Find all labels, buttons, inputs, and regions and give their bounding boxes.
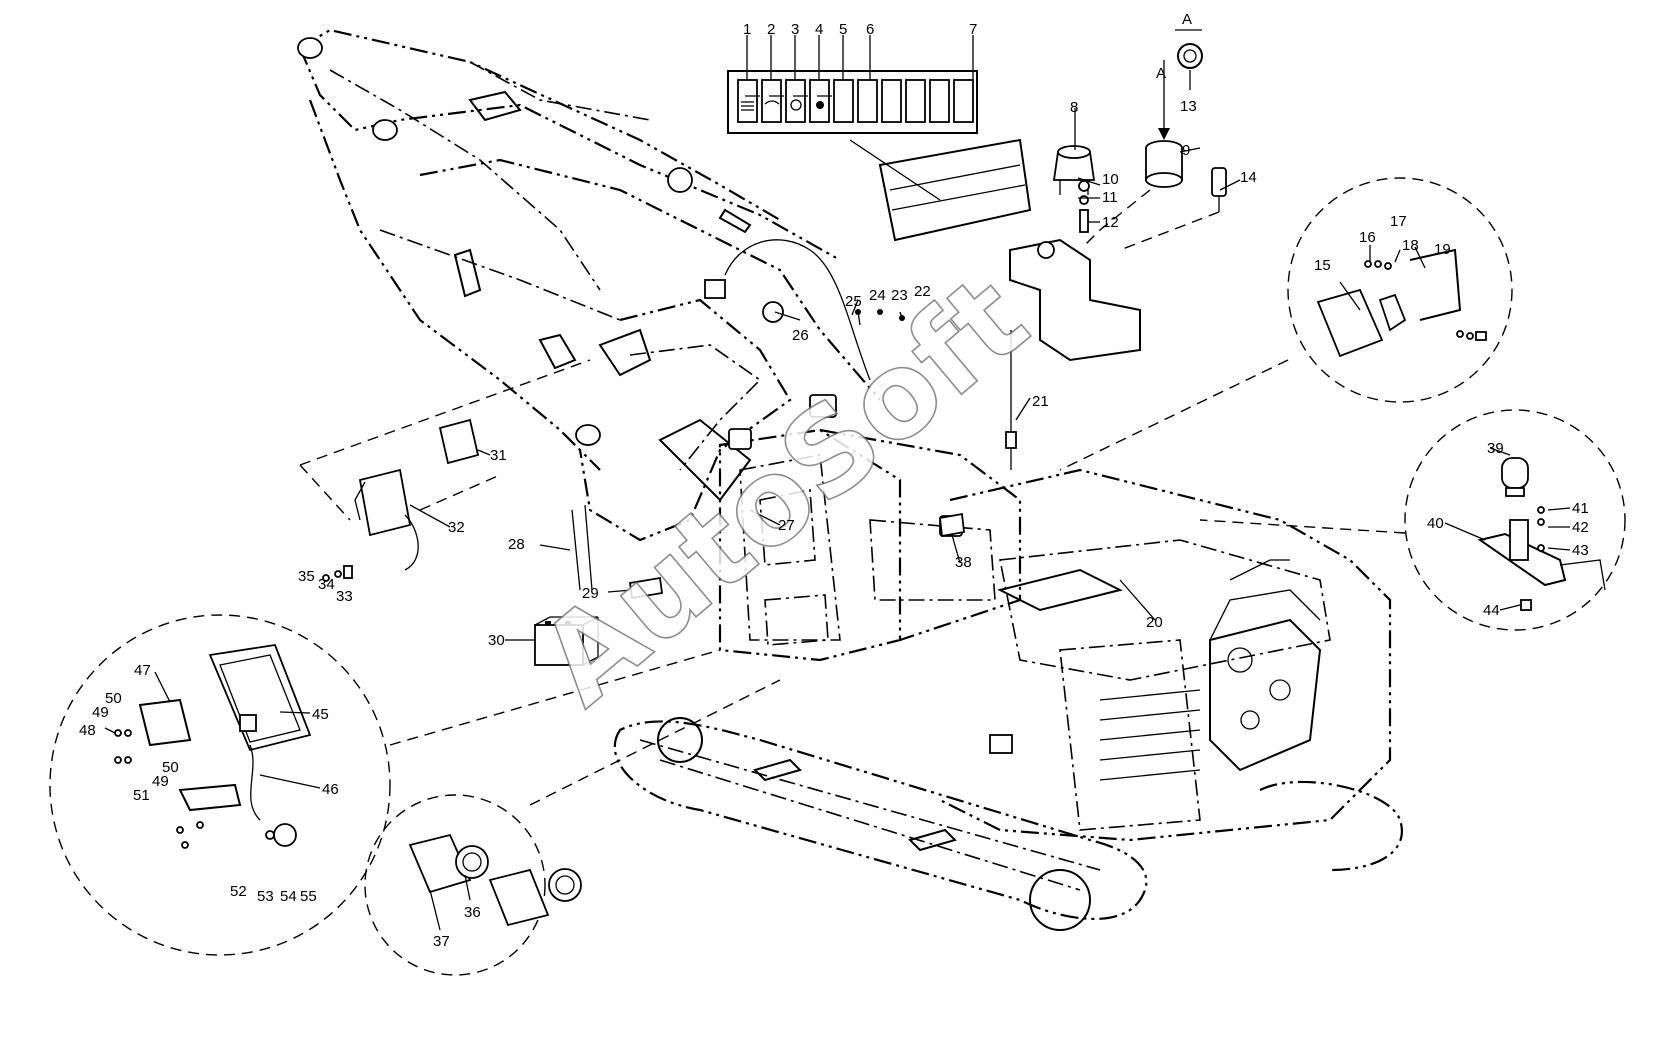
undercarriage-tracks [613, 717, 1403, 931]
callout-47: 47 [134, 662, 151, 679]
callout-38: 38 [955, 554, 972, 571]
leader-lines [104, 35, 1571, 931]
detail-circle-work-lamp [1059, 177, 1513, 471]
ignition-and-switch-parts [1009, 43, 1227, 362]
section-view-label: A [1182, 11, 1192, 28]
detail-circle-monitor [49, 614, 721, 956]
callout-18: 18 [1402, 237, 1419, 254]
callout-41: 41 [1572, 500, 1589, 517]
callout-53: 53 [257, 888, 274, 905]
callout-23: 23 [891, 287, 908, 304]
callout-9: 9 [1182, 142, 1190, 159]
callout-40: 40 [1427, 515, 1444, 532]
callout-45: 45 [312, 706, 329, 723]
callout-8: 8 [1070, 99, 1078, 116]
callout-21: 21 [1032, 393, 1049, 410]
callout-22: 22 [914, 283, 931, 300]
callout-36: 36 [464, 904, 481, 921]
callout-34: 34 [318, 576, 335, 593]
callout-labels: 1 2 3 4 5 6 7 8 9 10 11 12 13 14 15 16 1… [79, 21, 1589, 950]
callout-24: 24 [869, 287, 886, 304]
antenna-wiring [571, 239, 1017, 591]
callout-31: 31 [490, 447, 507, 464]
callout-49-b: 49 [152, 773, 169, 790]
view-arrow-label: A [1156, 65, 1166, 82]
callout-33: 33 [336, 588, 353, 605]
callout-50-a: 50 [105, 690, 122, 707]
callout-44: 44 [1483, 602, 1500, 619]
callout-26: 26 [792, 327, 809, 344]
callout-39: 39 [1487, 440, 1504, 457]
callout-14: 14 [1240, 169, 1257, 186]
callout-4: 4 [815, 21, 823, 38]
callout-13: 13 [1180, 98, 1197, 115]
detail-circle-beacon [1199, 409, 1626, 631]
callout-51: 51 [133, 787, 150, 804]
upper-structure [939, 468, 1392, 842]
callout-20: 20 [1146, 614, 1163, 631]
callout-27: 27 [778, 517, 795, 534]
watermark: AutoSoft [513, 248, 1053, 732]
switch-panel [727, 70, 1032, 242]
callout-28: 28 [508, 536, 525, 553]
callout-15: 15 [1314, 257, 1331, 274]
callout-49-a: 49 [92, 704, 109, 721]
callout-10: 10 [1102, 171, 1119, 188]
callout-2: 2 [767, 21, 775, 38]
callout-46: 46 [322, 781, 339, 798]
callout-55: 55 [300, 888, 317, 905]
callout-32: 32 [448, 519, 465, 536]
callout-42: 42 [1572, 519, 1589, 536]
callout-5: 5 [839, 21, 847, 38]
callout-29: 29 [582, 585, 599, 602]
callout-43: 43 [1572, 542, 1589, 559]
callout-37: 37 [433, 933, 450, 950]
callout-3: 3 [791, 21, 799, 38]
callout-52: 52 [230, 883, 247, 900]
callout-30: 30 [488, 632, 505, 649]
callout-1: 1 [743, 21, 751, 38]
callout-6: 6 [866, 21, 874, 38]
callout-11: 11 [1102, 189, 1118, 206]
boom-arm-assembly [297, 28, 881, 542]
detail-circle-speakers [364, 679, 781, 976]
callout-48: 48 [79, 722, 96, 739]
callout-7: 7 [969, 21, 977, 38]
callout-35: 35 [298, 568, 315, 585]
callout-19: 19 [1434, 241, 1451, 258]
callout-25: 25 [845, 293, 862, 310]
callout-50-b: 50 [162, 759, 179, 776]
battery-and-lights [534, 512, 965, 666]
callout-54: 54 [280, 888, 297, 905]
callout-16: 16 [1359, 229, 1376, 246]
work-light-housing [299, 359, 591, 582]
callout-12: 12 [1102, 214, 1119, 231]
callout-17: 17 [1390, 213, 1407, 230]
svg-text:AutoSoft: AutoSoft [514, 249, 1052, 732]
